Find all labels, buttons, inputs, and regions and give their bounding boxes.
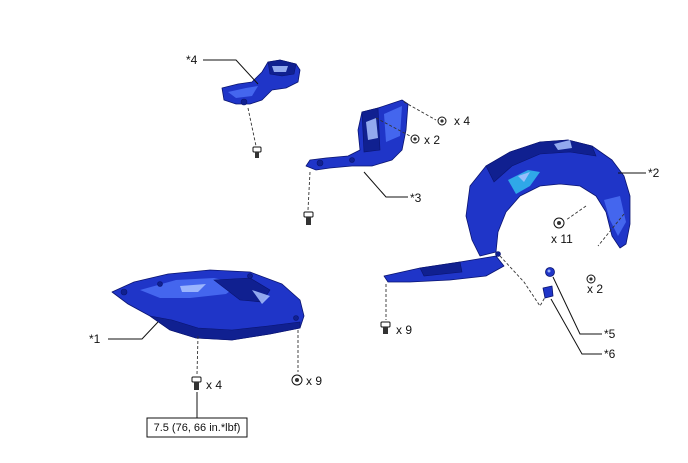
callout-5: *5 (604, 327, 616, 341)
callout-6: *6 (604, 347, 616, 361)
screw-icon (586, 274, 596, 284)
qty-cover-bolt: x 9 (306, 374, 322, 388)
clip-icon (191, 376, 202, 390)
part-3-side-bracket (305, 99, 409, 171)
part-1-engine-under-cover (111, 269, 305, 341)
leader-3 (363, 171, 408, 198)
dash-3a (403, 101, 437, 121)
part-2-fender-liner (383, 139, 631, 283)
dash-2d (499, 255, 549, 307)
bolt-icon (437, 116, 447, 126)
dash-1a (196, 335, 199, 375)
qty-bracket-bolt: x 4 (454, 114, 470, 128)
clip-icon (303, 211, 314, 225)
part-4-upper-bracket (221, 59, 301, 106)
qty-bracket-screw: x 2 (424, 133, 440, 147)
clip-icon (252, 146, 262, 158)
part-5-grommet (545, 267, 555, 277)
qty-cover-clip: x 4 (206, 378, 222, 392)
clip-icon (553, 217, 565, 229)
qty-liner-bottom: x 9 (396, 323, 412, 337)
dash-3b (375, 117, 411, 137)
clip-icon (380, 321, 391, 334)
callout-1: *1 (89, 332, 101, 346)
screw-icon (410, 134, 420, 144)
dash-4 (247, 107, 257, 147)
torque-spec-box: 7.5 (76, 66 in.*lbf) (146, 417, 248, 438)
leader-4 (203, 59, 259, 85)
leader-5 (552, 276, 602, 335)
dash-2b (597, 213, 625, 247)
callout-3: *3 (410, 191, 422, 205)
leader-1 (108, 321, 159, 340)
dash-2a (565, 205, 587, 221)
callout-2: *2 (648, 166, 660, 180)
bolt-icon (291, 374, 303, 386)
qty-liner-screw: x 2 (587, 282, 603, 296)
torque-value: 7.5 (76, 66 in.*lbf) (154, 422, 241, 434)
part-6-clip (542, 285, 554, 299)
dash-3c (307, 171, 311, 211)
leader-6 (550, 298, 602, 355)
qty-liner-clip: x 11 (551, 232, 573, 246)
callout-4: *4 (186, 53, 198, 67)
